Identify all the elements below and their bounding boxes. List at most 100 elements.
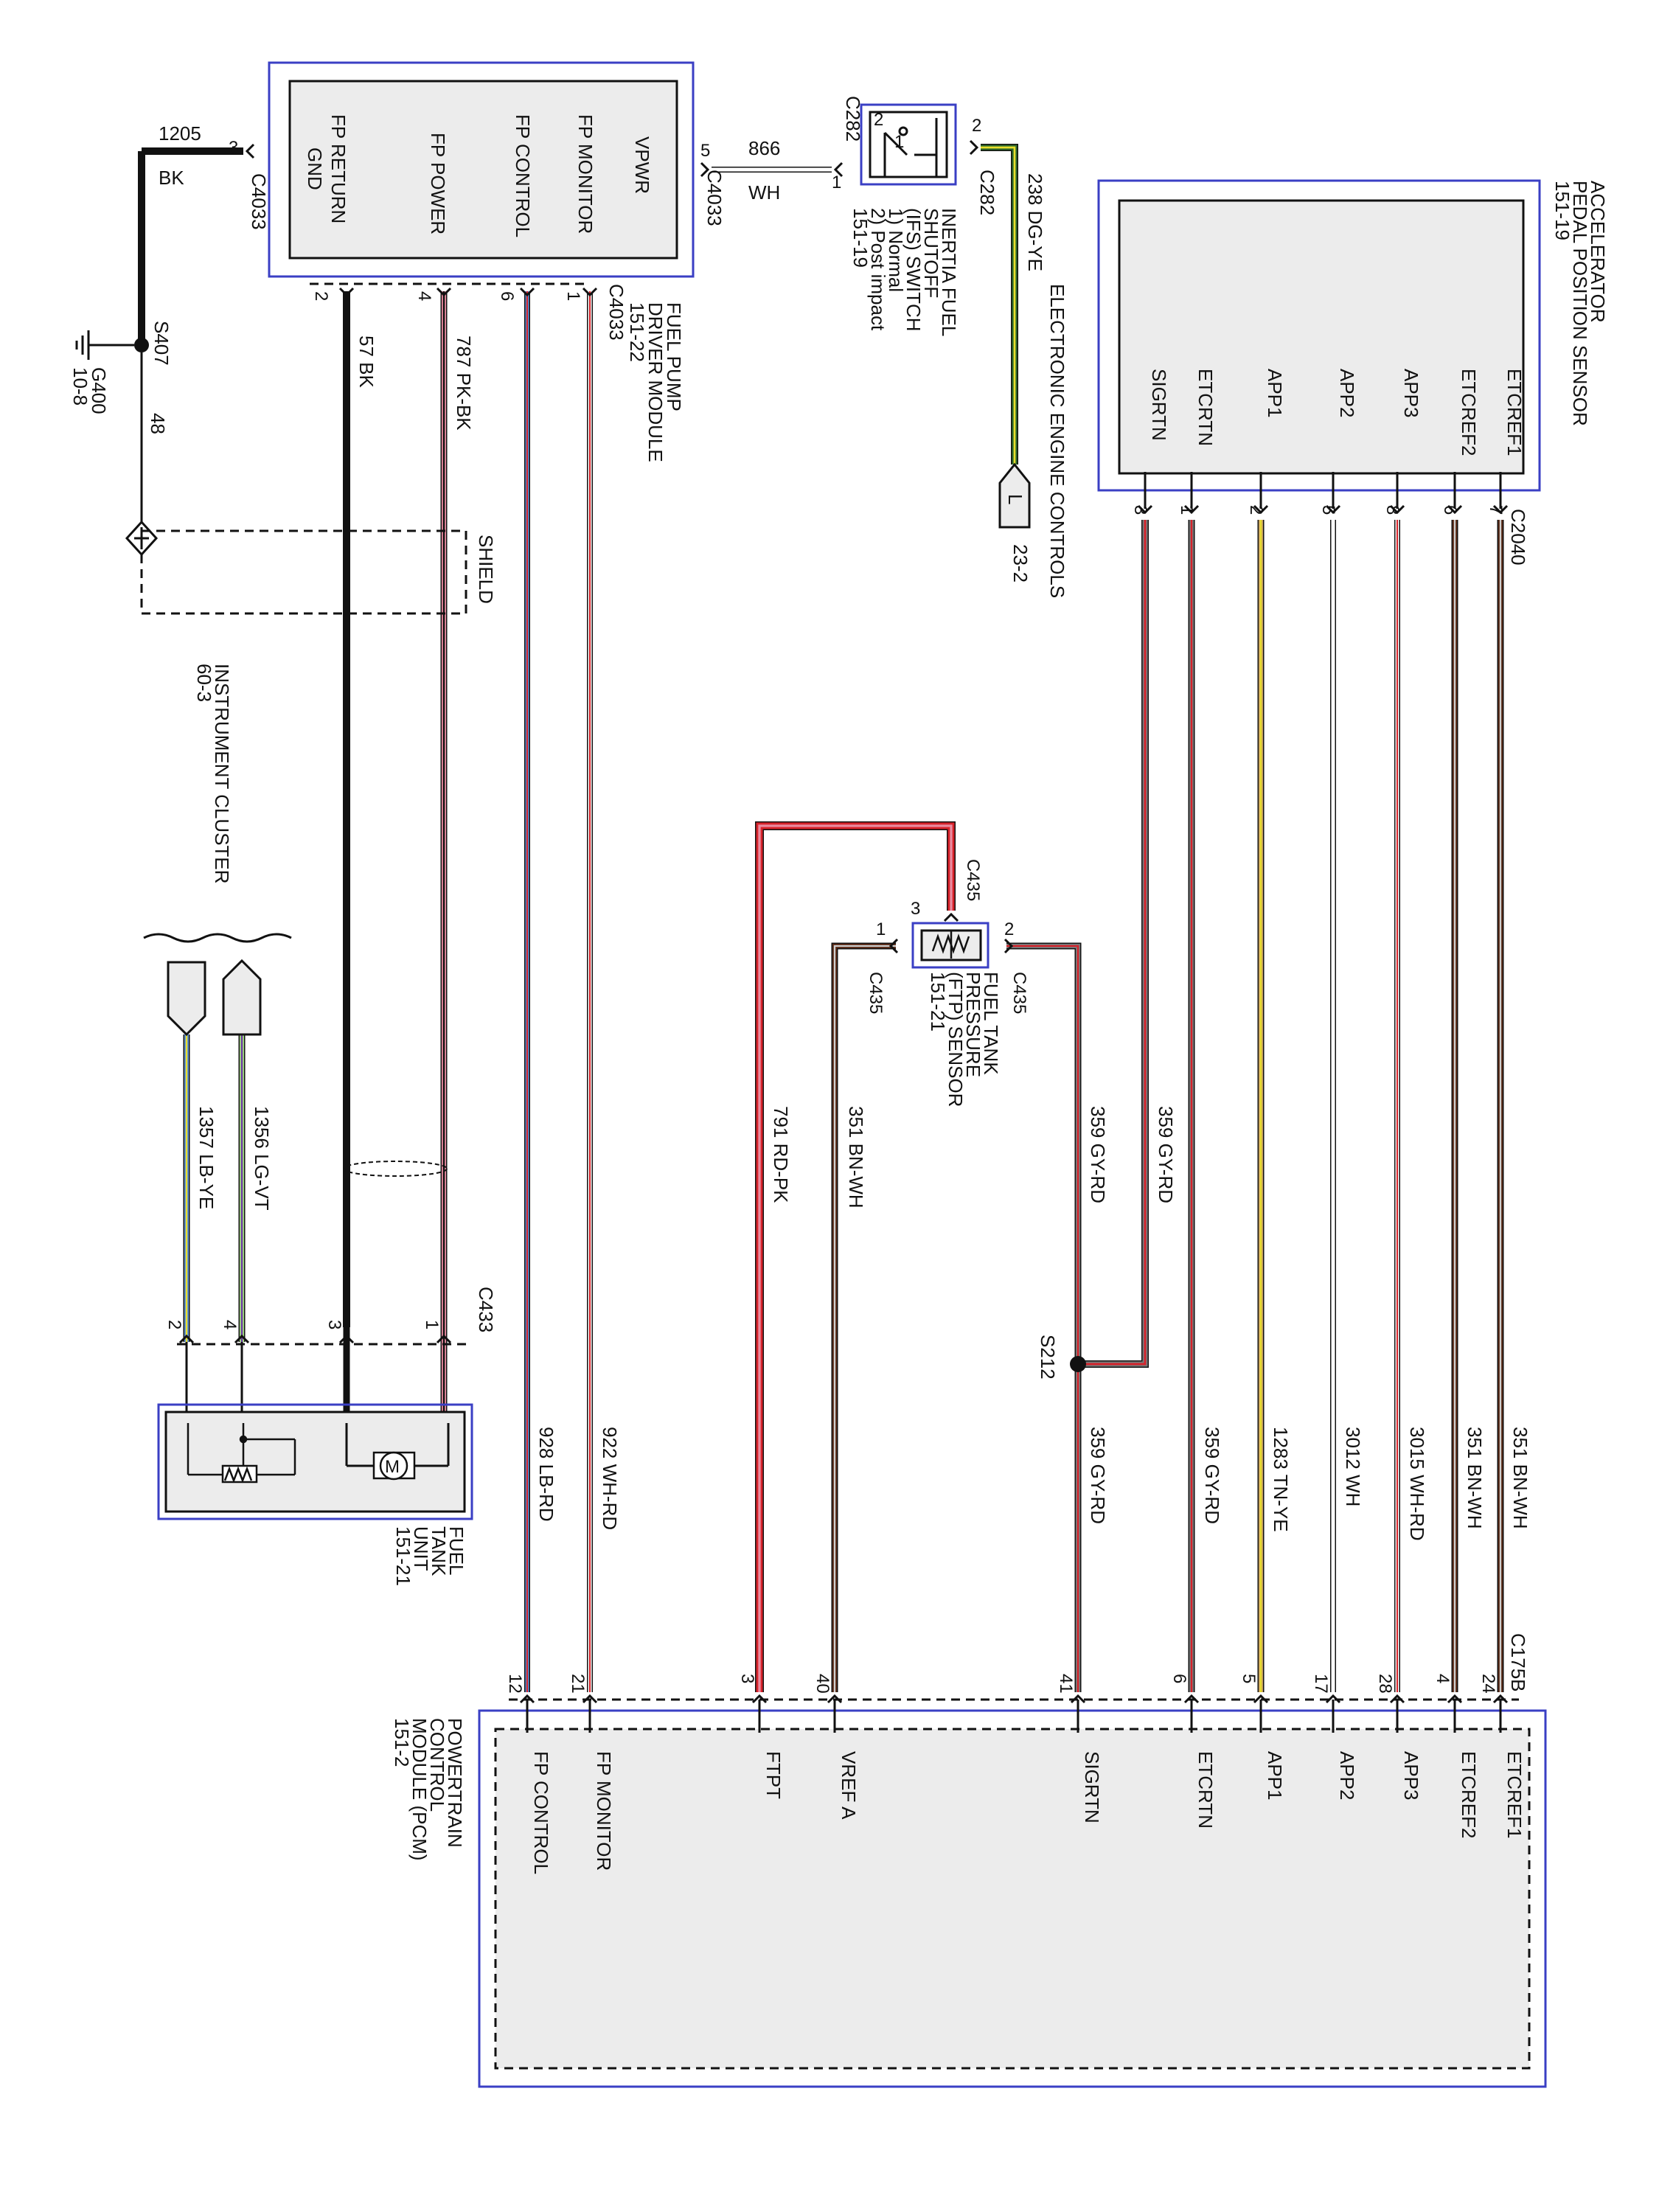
fpdm-name-line-3: 151-22 xyxy=(626,302,648,362)
pcm-pin-vref-a: VREF A xyxy=(838,1751,860,1820)
apps-name-line-1: ACCELERATOR xyxy=(1587,181,1609,323)
splice-s212 xyxy=(1070,1356,1086,1372)
cluster-connector-1357-icon xyxy=(167,961,206,1037)
pcm-pin-sigrtn: SIGRTN xyxy=(1081,1751,1103,1823)
wire-label-1356: 1356 LG-VT xyxy=(251,1106,273,1211)
switch-contact-icon xyxy=(883,118,938,177)
splice-s212-label: S212 xyxy=(1037,1335,1059,1380)
apps-pin-etcref1: ETCREF1 xyxy=(1503,369,1526,456)
wire-791 xyxy=(755,821,956,1692)
pcm-pin-number-10: 12 xyxy=(505,1674,525,1694)
accelerator-pedal-position-sensor: ACCELERATOR PEDAL POSITION SENSOR 151-19… xyxy=(1097,179,1609,566)
pcm-pin-etcrtn: ETCRTN xyxy=(1194,1751,1217,1829)
inertia-pin-out: 2 xyxy=(972,116,981,136)
apps-pin-app1: APP1 xyxy=(1264,369,1286,418)
shield-diamond-icon xyxy=(125,520,159,557)
pcm-pin-fp-control: FP CONTROL xyxy=(530,1751,552,1874)
shield-label: SHIELD xyxy=(475,535,497,604)
ftu-pin-number-1: 3 xyxy=(324,1320,344,1329)
fpdm-name-line-1: FUEL PUMP xyxy=(663,302,685,411)
ftu-chevron-3 xyxy=(436,1334,452,1344)
wire-label-circuit-1205: 1205 xyxy=(159,122,201,145)
inertia-connector-right: C282 xyxy=(976,170,998,215)
wire-label-922: 922 WH-RD xyxy=(599,1427,621,1530)
wire-label-1283: 1283 TN-YE xyxy=(1270,1427,1292,1532)
pcm-connector: C175B xyxy=(1507,1633,1529,1692)
wire-label-57: 57 BK xyxy=(355,335,378,388)
fuel-tank-unit-connector: C433 xyxy=(475,1287,497,1332)
apps-pin-number-4: 2 xyxy=(1246,505,1266,515)
instrument-cluster: INSTRUMENT CLUSTER 60-3 xyxy=(143,664,292,1037)
wire-label-351a: 351 BN-WH xyxy=(1509,1427,1531,1529)
fpdm-connector-bottom: C4033 xyxy=(605,284,627,341)
ground-section: S407 G400 10-8 48 SHIELD xyxy=(69,321,497,615)
wire-label-928: 928 LB-RD xyxy=(535,1427,557,1522)
apps-chevron-4 xyxy=(1253,504,1269,515)
fpdm-pin-number-monitor: 1 xyxy=(563,291,583,301)
ground-ref-label: 10-8 xyxy=(69,367,91,406)
apps-chevron-0 xyxy=(1492,504,1509,515)
inertia-name-line-3: (IFS) SWITCH xyxy=(902,208,925,332)
pcm-pin-etcref1: ETCREF1 xyxy=(1503,1751,1526,1838)
pcm-pin-number-8: 3 xyxy=(737,1674,757,1683)
ground-symbol-icon xyxy=(75,330,134,360)
ftu-chevron-1 xyxy=(234,1334,250,1344)
cluster-wavy-edge-icon xyxy=(143,933,292,943)
apps-name-line-2: PEDAL POSITION SENSOR xyxy=(1569,181,1591,426)
fuel-pump-driver-module: VPWR FP MONITOR FP CONTROL FP POWER FP R… xyxy=(229,61,726,462)
ftp-chevron-right xyxy=(1004,938,1014,954)
eec-label: ELECTRONIC ENGINE CONTROLS xyxy=(1046,284,1068,598)
apps-chevron-6 xyxy=(1137,504,1153,515)
fpdm-pin-fp-monitor: FP MONITOR xyxy=(574,114,597,234)
twisted-pair-marker xyxy=(343,1161,448,1177)
fpdm-pin-fp-return: FP RETURN xyxy=(327,114,349,223)
splice-s407-label: S407 xyxy=(150,321,173,366)
fpdm-chevron-3 xyxy=(582,287,598,297)
wire-label-359p: 359 GY-RD xyxy=(1087,1427,1109,1524)
ftp-name-line-2: PRESSURE xyxy=(962,972,984,1077)
apps-pin-labels: ETCREF17ETCREF26APP38APP25APP12ETCRTN1SI… xyxy=(1130,369,1526,515)
pcm-pin-etcref2: ETCREF2 xyxy=(1458,1751,1480,1838)
shield-dashed-box xyxy=(140,529,467,615)
ftu-chevron-2 xyxy=(338,1334,355,1344)
fpdm-pin-number-vpwr: 5 xyxy=(700,141,710,161)
ftp-pin-left: 1 xyxy=(876,919,886,939)
ifs-chevron-out xyxy=(969,139,979,156)
fuel-pump-motor-icon: M xyxy=(345,1423,450,1481)
wire-359a xyxy=(1078,520,1149,1368)
pcm-pin-labels: ETCREF124ETCREF24APP328APP217APP15ETCRTN… xyxy=(505,1674,1526,1874)
ftp-name-line-3: (FTP) SENSOR xyxy=(945,972,967,1107)
pcm-pin-number-5: 6 xyxy=(1169,1674,1189,1683)
inertia-fuel-shutoff-switch: 1 2 C282 C282 1 2 INERTIA FUEL SHUTOFF (… xyxy=(832,96,998,336)
wire-label-359f: 359 GY-RD xyxy=(1087,1106,1109,1203)
fpdm-pin-number-power: 4 xyxy=(414,291,434,301)
ftp-pin-signal: 3 xyxy=(911,899,920,919)
wire-label-787: 787 PK-BK xyxy=(453,335,475,431)
apps-pin-number-0: 7 xyxy=(1486,505,1506,515)
fuel-level-sender-icon xyxy=(187,1423,296,1484)
apps-pin-number-5: 1 xyxy=(1177,505,1197,515)
pcm-pin-ftpt: FTPT xyxy=(762,1751,785,1799)
eec-connector-icon xyxy=(998,462,1031,529)
fpdm-chevron-vpwr xyxy=(700,161,710,178)
wire-label-791: 791 RD-PK xyxy=(770,1106,792,1203)
ftu-name-line-4: 151-21 xyxy=(392,1526,414,1586)
pcm-name-line-3: MODULE (PCM) xyxy=(408,1718,431,1861)
apps-chevron-2 xyxy=(1389,504,1405,515)
pcm-pin-number-1: 4 xyxy=(1433,1674,1453,1683)
switch-pin-2: 2 xyxy=(874,110,883,130)
ftu-pin-number-2: 4 xyxy=(220,1320,240,1329)
apps-pin-number-6: 3 xyxy=(1130,505,1150,515)
apps-pin-etcref2: ETCREF2 xyxy=(1458,369,1480,456)
apps-chevron-1 xyxy=(1447,504,1463,515)
connector-chevrons xyxy=(178,139,1509,1704)
pcm-pin-app3: APP3 xyxy=(1400,1751,1422,1801)
pcm-pin-app2: APP2 xyxy=(1336,1751,1358,1801)
wire-label-351b: 351 BN-WH xyxy=(1464,1427,1486,1529)
wire-label-351f: 351 BN-WH xyxy=(845,1106,867,1208)
fpdm-pin-number-return: 2 xyxy=(311,291,331,301)
ftp-connector-left: C435 xyxy=(866,972,886,1014)
